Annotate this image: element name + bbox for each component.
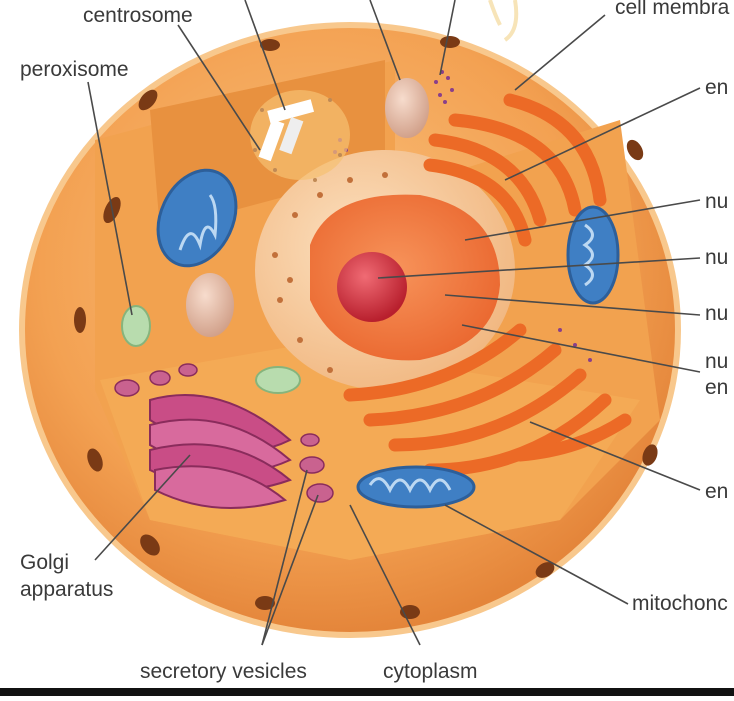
nucleolus: [337, 252, 407, 322]
cell-membrane-rim: [19, 22, 681, 638]
centrosome: [250, 90, 350, 182]
label-cell-membrane: cell membra: [615, 0, 730, 19]
label-golgi-line1: Golgi: [20, 551, 70, 574]
flagellum: [503, 0, 519, 42]
mitochondrion-right: [566, 205, 620, 305]
nuclear-pores: [272, 172, 388, 373]
label-nuclear-pore: nu: [705, 190, 729, 213]
bottom-edge-bar: [0, 688, 734, 696]
label-nuclear-envelope-line1: nu: [705, 350, 729, 373]
lysosome-top: [385, 78, 429, 138]
surface-pores: [74, 36, 658, 619]
peroxisome: [121, 305, 151, 347]
vesicle-green: [255, 366, 301, 394]
label-nuclear-envelope-line2: en: [705, 376, 729, 399]
label-endoplasmic-reticulum-bottom: en: [705, 480, 729, 503]
mitochondrion-bottom: [356, 465, 476, 509]
label-golgi-line2: apparatus: [20, 578, 114, 601]
microvillus: [488, 0, 502, 26]
mitochondrion-left: [156, 168, 238, 268]
label-peroxisome: peroxisome: [20, 58, 129, 81]
label-secretory-vesicles: secretory vesicles: [140, 660, 307, 683]
golgi-apparatus: [149, 394, 292, 509]
label-centrosome: centrosome: [83, 4, 193, 27]
label-nucleolus: nu: [705, 246, 729, 269]
label-nucleus: nu: [705, 302, 729, 325]
secretory-vesicles: [114, 363, 334, 503]
label-endoplasmic-reticulum-top: en: [705, 76, 729, 99]
leader-lines: [87, 0, 701, 646]
label-mitochondrion: mitochonc: [632, 592, 728, 615]
endoplasmic-reticulum: [343, 93, 632, 477]
label-cytoplasm: cytoplasm: [383, 660, 478, 683]
lysosome-left: [186, 273, 234, 337]
